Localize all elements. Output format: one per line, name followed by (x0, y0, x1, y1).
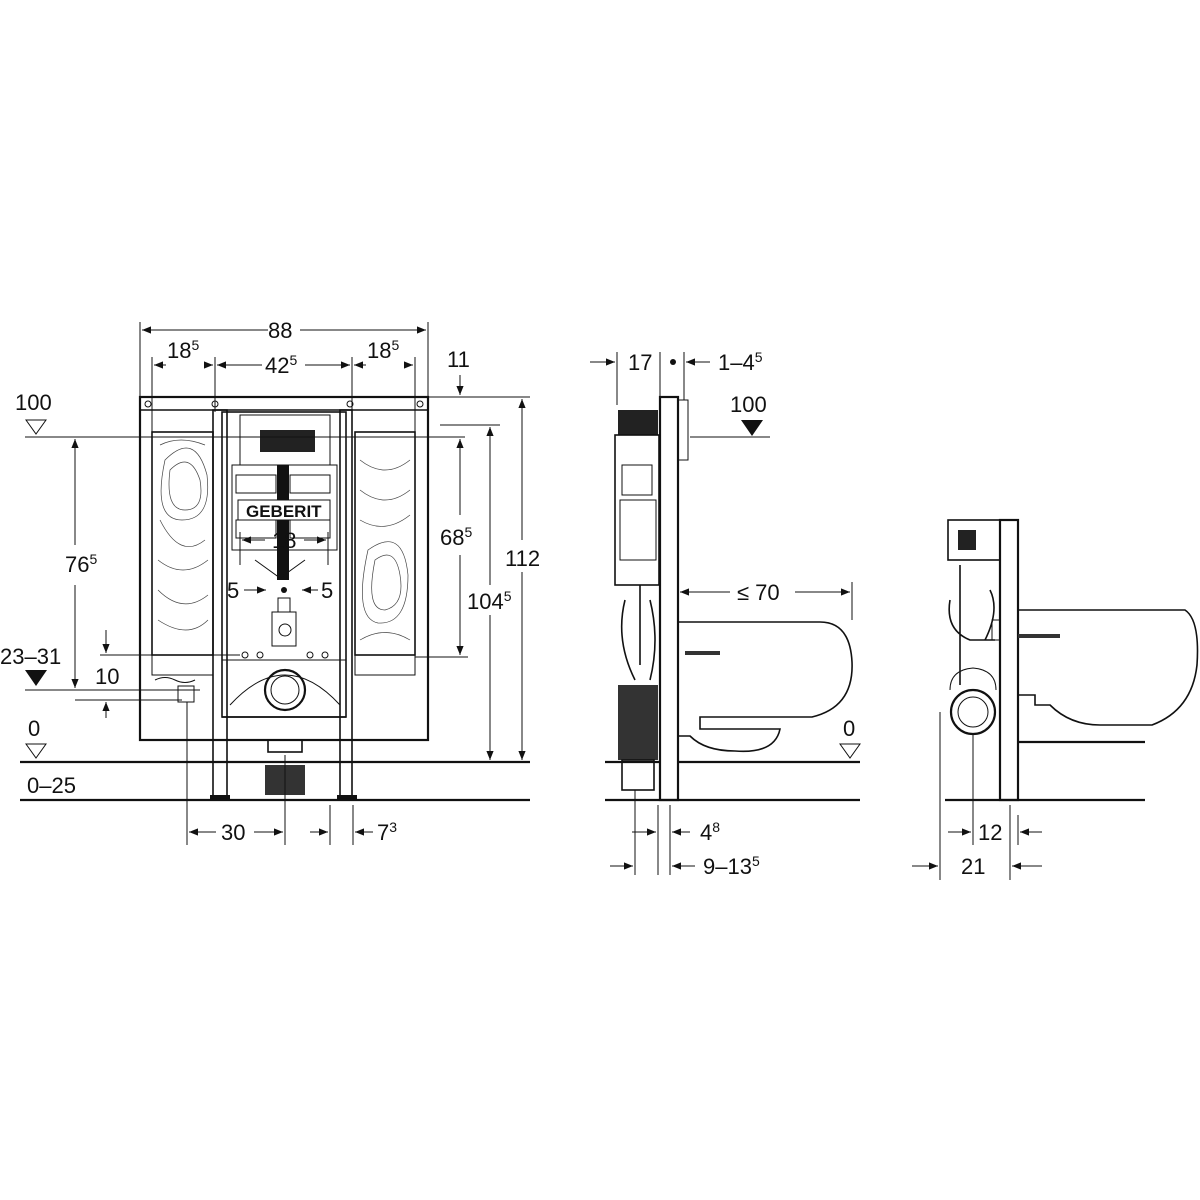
level-marker-filled-icon (741, 420, 763, 436)
side-level-0-label: 0 (843, 716, 855, 741)
dim-21: 21 (961, 854, 985, 879)
level-23-31-label: 23–31 (0, 644, 61, 669)
left-panel (151, 431, 214, 656)
geberit-logo: GEBERIT (246, 502, 322, 521)
dim-width-right: 185 (367, 337, 399, 363)
section-view: 12 21 (912, 518, 1199, 880)
dim-top-offset: 11 (447, 347, 470, 372)
dim-17: 17 (628, 350, 652, 375)
level-marker-filled-icon (25, 670, 47, 686)
dim-width-center: 425 (265, 352, 297, 378)
frame-profile (998, 518, 1020, 802)
dim-offset-left: 5 (227, 578, 239, 603)
dim-height-68: 685 (440, 524, 472, 550)
dim-1-4: 1–45 (718, 349, 763, 375)
level-marker-icon (839, 743, 861, 759)
dim-10: 10 (95, 664, 119, 689)
left-leg (212, 409, 228, 801)
dim-height-76: 765 (65, 551, 97, 577)
level-0-25-label: 0–25 (27, 773, 76, 798)
dim-offset-right: 5 (321, 578, 333, 603)
dim-12: 12 (978, 820, 1002, 845)
dim-height-104: 1045 (467, 588, 512, 614)
dim-height-112: 112 (505, 546, 540, 571)
right-panel (354, 431, 416, 656)
dim-4-8: 48 (700, 819, 720, 845)
level-0-label: 0 (28, 716, 40, 741)
wall-hung-toilet-section (1018, 609, 1199, 726)
front-view: GEBERIT 88 185 425 185 11 (0, 318, 540, 845)
cistern-side (614, 410, 660, 791)
dim-30: 30 (221, 820, 245, 845)
wall-hung-toilet-side (678, 621, 853, 753)
dim-bolt-spacing: 18 (272, 528, 296, 553)
dim-9-13: 9–135 (703, 853, 760, 879)
cistern-carrier: GEBERIT (221, 411, 347, 718)
side-view: 17 1–45 100 ≤ 70 0 48 9–135 (590, 349, 861, 879)
dim-width-total: 88 (268, 318, 292, 343)
level-100-label: 100 (15, 390, 52, 415)
frame-profile (658, 395, 680, 802)
dim-max-70: ≤ 70 (737, 580, 780, 605)
level-marker-icon (25, 419, 47, 435)
level-marker-icon (25, 743, 47, 759)
dim-width-left: 185 (167, 337, 199, 363)
side-level-100-label: 100 (730, 392, 767, 417)
dim-7: 73 (377, 819, 397, 845)
